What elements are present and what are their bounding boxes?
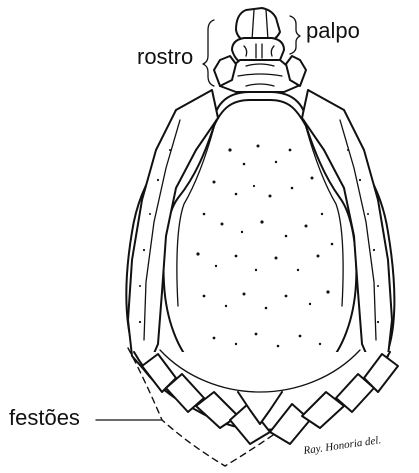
rostro-brace [203,20,214,86]
artist-signature: Ray. Honoria del. [302,434,382,457]
palp-segment-upper [236,8,280,42]
festoes-label: festões [9,405,80,430]
palpo-label: palpo [306,18,360,43]
palpo-brace [290,16,300,54]
rostro-label: rostro [137,44,193,69]
